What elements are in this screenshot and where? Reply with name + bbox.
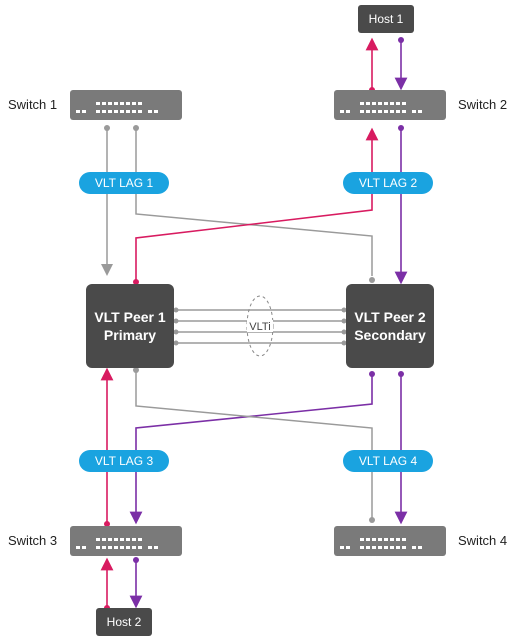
- vlt-lag-3-pill: VLT LAG 3: [79, 450, 169, 472]
- switch-3-label: Switch 3: [8, 533, 57, 548]
- vlt-lag-4-pill: VLT LAG 4: [343, 450, 433, 472]
- host-1: Host 1: [358, 5, 414, 33]
- red-link-p1-s2: [133, 127, 379, 285]
- host-2-label: Host 2: [107, 615, 142, 629]
- vlt-lag-1-pill: VLT LAG 1: [79, 172, 169, 194]
- vlt-lag-3-label: VLT LAG 3: [95, 454, 154, 468]
- switch-3: [70, 526, 182, 556]
- purple-link-p2-s4: [394, 371, 408, 525]
- gray-link-p1-s4: [133, 367, 375, 523]
- red-link-s2-h1: [365, 37, 379, 93]
- vlt-lag-2-label: VLT LAG 2: [359, 176, 418, 190]
- purple-link-h1-s2: [394, 37, 408, 91]
- vlt-peer-2: VLT Peer 2 Secondary: [346, 284, 434, 368]
- switch-1: [70, 90, 182, 120]
- host-2: Host 2: [96, 608, 152, 636]
- red-link-s3-p1: [100, 367, 114, 527]
- red-link-h2-s3: [100, 557, 114, 611]
- gray-link-s1-p1: [101, 125, 113, 276]
- vlt-lag-2-pill: VLT LAG 2: [343, 172, 433, 194]
- host-1-label: Host 1: [369, 12, 404, 26]
- switch-2: [334, 90, 446, 120]
- switch-2-label: Switch 2: [458, 97, 507, 112]
- purple-link-s3-h2: [129, 557, 143, 609]
- switch-1-label: Switch 1: [8, 97, 57, 112]
- vlt-peer-1-role: Primary: [104, 327, 156, 343]
- switch-4-label: Switch 4: [458, 533, 507, 548]
- purple-link-s2-p2: [394, 125, 408, 285]
- switch-4: [334, 526, 446, 556]
- vlt-peer-2-role: Secondary: [354, 327, 426, 343]
- vlt-lag-4-label: VLT LAG 4: [359, 454, 418, 468]
- purple-link-p2-s3: [129, 371, 375, 525]
- gray-link-s1-p2: [133, 125, 375, 283]
- vlti-label: VLTi: [249, 321, 270, 333]
- vlt-peer-2-title: VLT Peer 2: [354, 309, 426, 325]
- vlt-peer-1: VLT Peer 1 Primary: [86, 284, 174, 368]
- vlt-lag-1-label: VLT LAG 1: [95, 176, 154, 190]
- vlt-peer-1-title: VLT Peer 1: [94, 309, 166, 325]
